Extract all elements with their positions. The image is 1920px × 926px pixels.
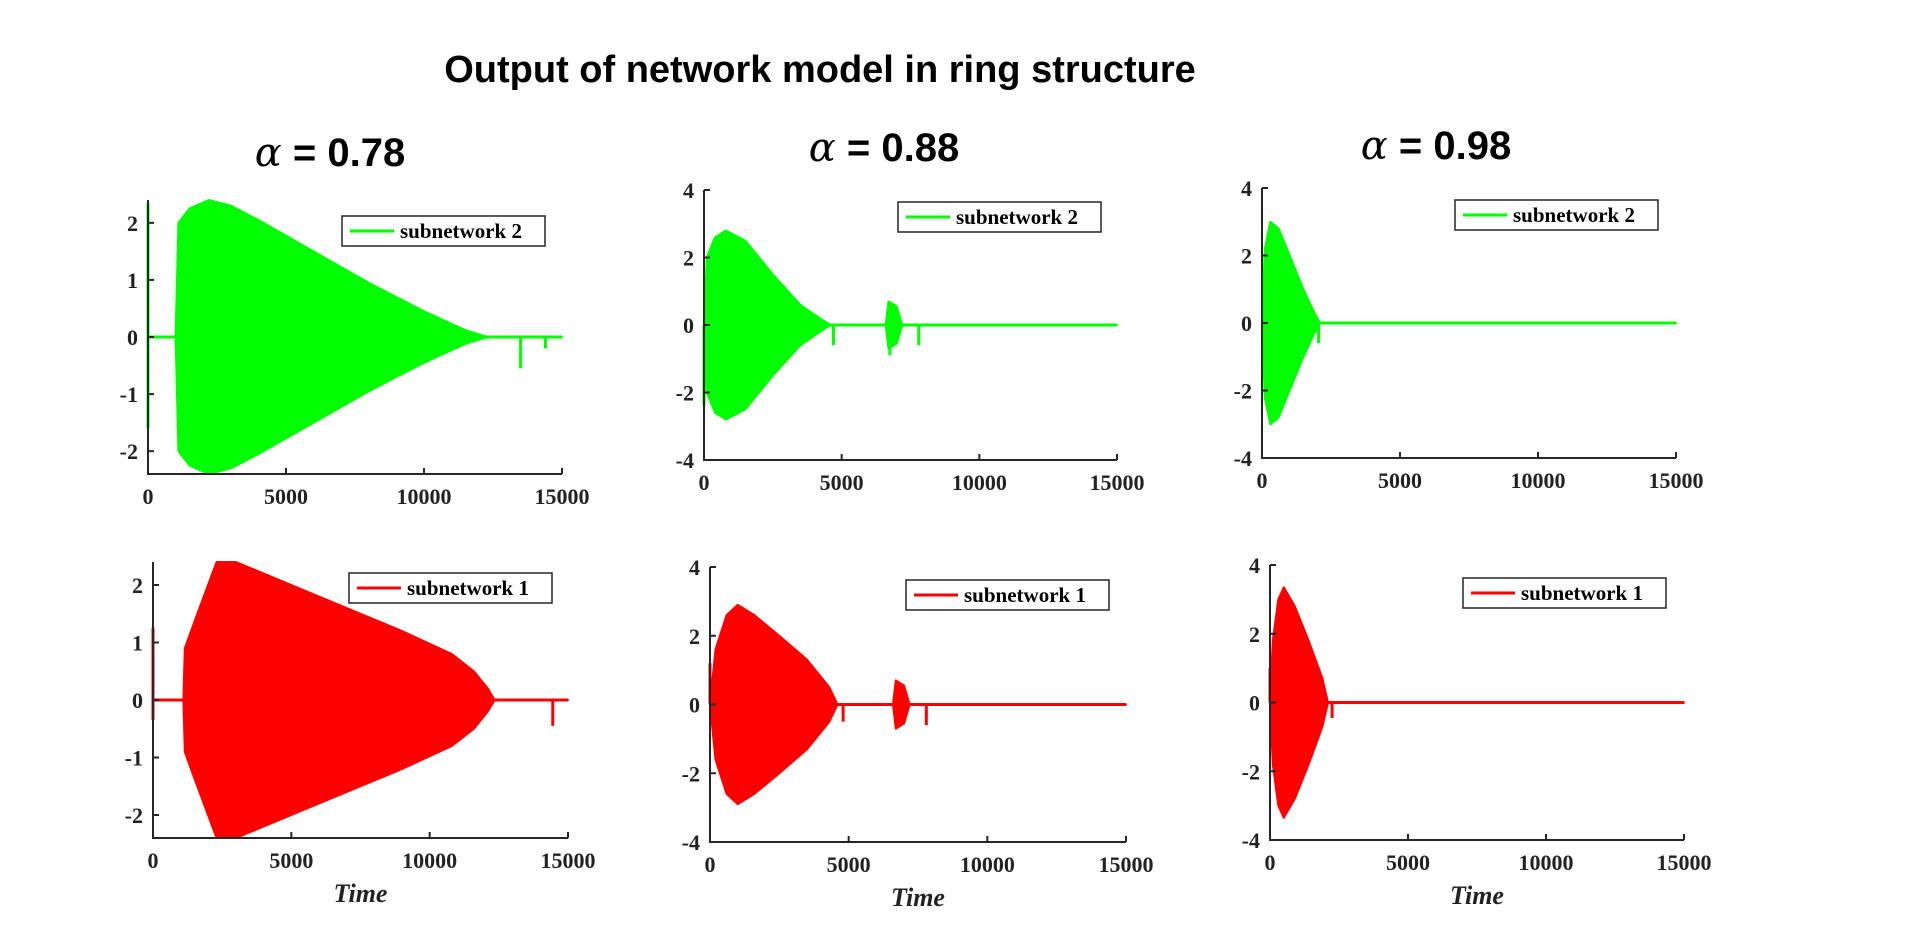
y-tick-label: 2 [689, 624, 700, 649]
y-tick-label: -4 [682, 830, 700, 855]
x-tick-label: 0 [705, 852, 716, 877]
x-tick-label: 5000 [269, 848, 313, 873]
legend: subnetwork 1 [348, 572, 553, 604]
x-tick-label: 10000 [952, 470, 1007, 495]
x-tick-label: 5000 [827, 852, 871, 877]
x-tick-label: 10000 [960, 852, 1015, 877]
y-tick-label: 4 [683, 178, 694, 203]
y-tick-label: 2 [1241, 244, 1252, 269]
x-tick-label: 5000 [1378, 468, 1422, 493]
y-tick-label: 0 [1241, 311, 1252, 336]
y-tick-label: -1 [120, 382, 138, 407]
y-tick-label: 2 [683, 246, 694, 271]
x-tick-label: 0 [148, 848, 159, 873]
column-title-alpha-098: α = 0.98 [1361, 123, 1511, 169]
y-tick-label: 0 [132, 688, 143, 713]
y-tick-label: 1 [127, 268, 138, 293]
legend: subnetwork 2 [897, 201, 1102, 233]
subplot-0-1: 0 5000 10000 15000 -4 -2 0 2 4 subnetwork 2 [676, 178, 1145, 495]
alpha-symbol: α [255, 130, 282, 176]
legend-label: subnetwork 1 [964, 583, 1086, 607]
x-tick-label: 15000 [541, 848, 596, 873]
x-tick-label: 5000 [1386, 850, 1430, 875]
y-tick-label: -4 [1242, 828, 1260, 853]
x-tick-label: 10000 [1511, 468, 1566, 493]
legend-label: subnetwork 2 [1513, 203, 1635, 227]
alpha-value: = 0.88 [836, 126, 959, 170]
y-tick-label: -2 [120, 439, 138, 464]
subplot-0-2: 0 5000 10000 15000 -4 -2 0 2 4 subnetwork 2 [1234, 176, 1704, 493]
x-tick-label: 10000 [397, 484, 452, 509]
legend-label: subnetwork 2 [956, 205, 1078, 229]
legend-label: subnetwork 1 [407, 576, 529, 600]
y-tick-label: 2 [127, 211, 138, 236]
y-tick-label: 0 [127, 325, 138, 350]
y-tick-label: -1 [125, 746, 143, 771]
y-tick-label: -2 [125, 803, 143, 828]
x-tick-label: 15000 [1090, 470, 1145, 495]
legend: subnetwork 1 [905, 579, 1110, 611]
y-tick-label: 4 [1249, 553, 1260, 578]
x-tick-label: 15000 [1649, 468, 1704, 493]
column-title-alpha-088: α = 0.88 [809, 125, 959, 171]
x-tick-label: 15000 [535, 484, 590, 509]
alpha-symbol: α [1361, 123, 1388, 169]
legend: subnetwork 2 [341, 215, 546, 247]
x-tick-label: 0 [699, 470, 710, 495]
x-tick-label: 0 [1257, 468, 1268, 493]
column-title-alpha-078: α = 0.78 [255, 130, 405, 176]
x-axis-label: Time [334, 879, 388, 908]
y-tick-label: 2 [1249, 622, 1260, 647]
y-tick-label: 2 [132, 573, 143, 598]
y-tick-label: 0 [683, 313, 694, 338]
x-axis-label: Time [891, 883, 945, 912]
y-tick-label: -2 [676, 381, 694, 406]
y-tick-label: -4 [1234, 446, 1252, 471]
x-tick-label: 0 [1265, 850, 1276, 875]
y-tick-label: 0 [1249, 691, 1260, 716]
subplot-0-0: 0 5000 10000 15000 -2 -1 0 1 2 subnetwork 2 [120, 199, 590, 509]
figure-title: Output of network model in ring structur… [444, 49, 1196, 91]
x-tick-label: 10000 [1519, 850, 1574, 875]
y-tick-label: 0 [689, 693, 700, 718]
y-tick-label: -2 [1234, 379, 1252, 404]
x-tick-label: 5000 [820, 470, 864, 495]
y-tick-label: -2 [682, 761, 700, 786]
y-tick-label: 4 [1241, 176, 1252, 201]
alpha-value: = 0.98 [1388, 124, 1511, 168]
y-tick-label: 4 [689, 555, 700, 580]
y-tick-label: -4 [676, 448, 694, 473]
legend-label: subnetwork 2 [400, 219, 522, 243]
x-tick-label: 15000 [1099, 852, 1154, 877]
x-tick-label: 0 [143, 484, 154, 509]
alpha-symbol: α [809, 125, 836, 171]
alpha-value: = 0.78 [282, 131, 405, 175]
legend-label: subnetwork 1 [1521, 581, 1643, 605]
x-tick-label: 5000 [264, 484, 308, 509]
x-tick-label: 10000 [402, 848, 457, 873]
x-tick-label: 15000 [1657, 850, 1712, 875]
y-tick-label: 1 [132, 631, 143, 656]
legend: subnetwork 2 [1454, 199, 1659, 231]
y-tick-label: -2 [1242, 759, 1260, 784]
x-axis-label: Time [1450, 881, 1504, 910]
legend: subnetwork 1 [1462, 577, 1667, 609]
